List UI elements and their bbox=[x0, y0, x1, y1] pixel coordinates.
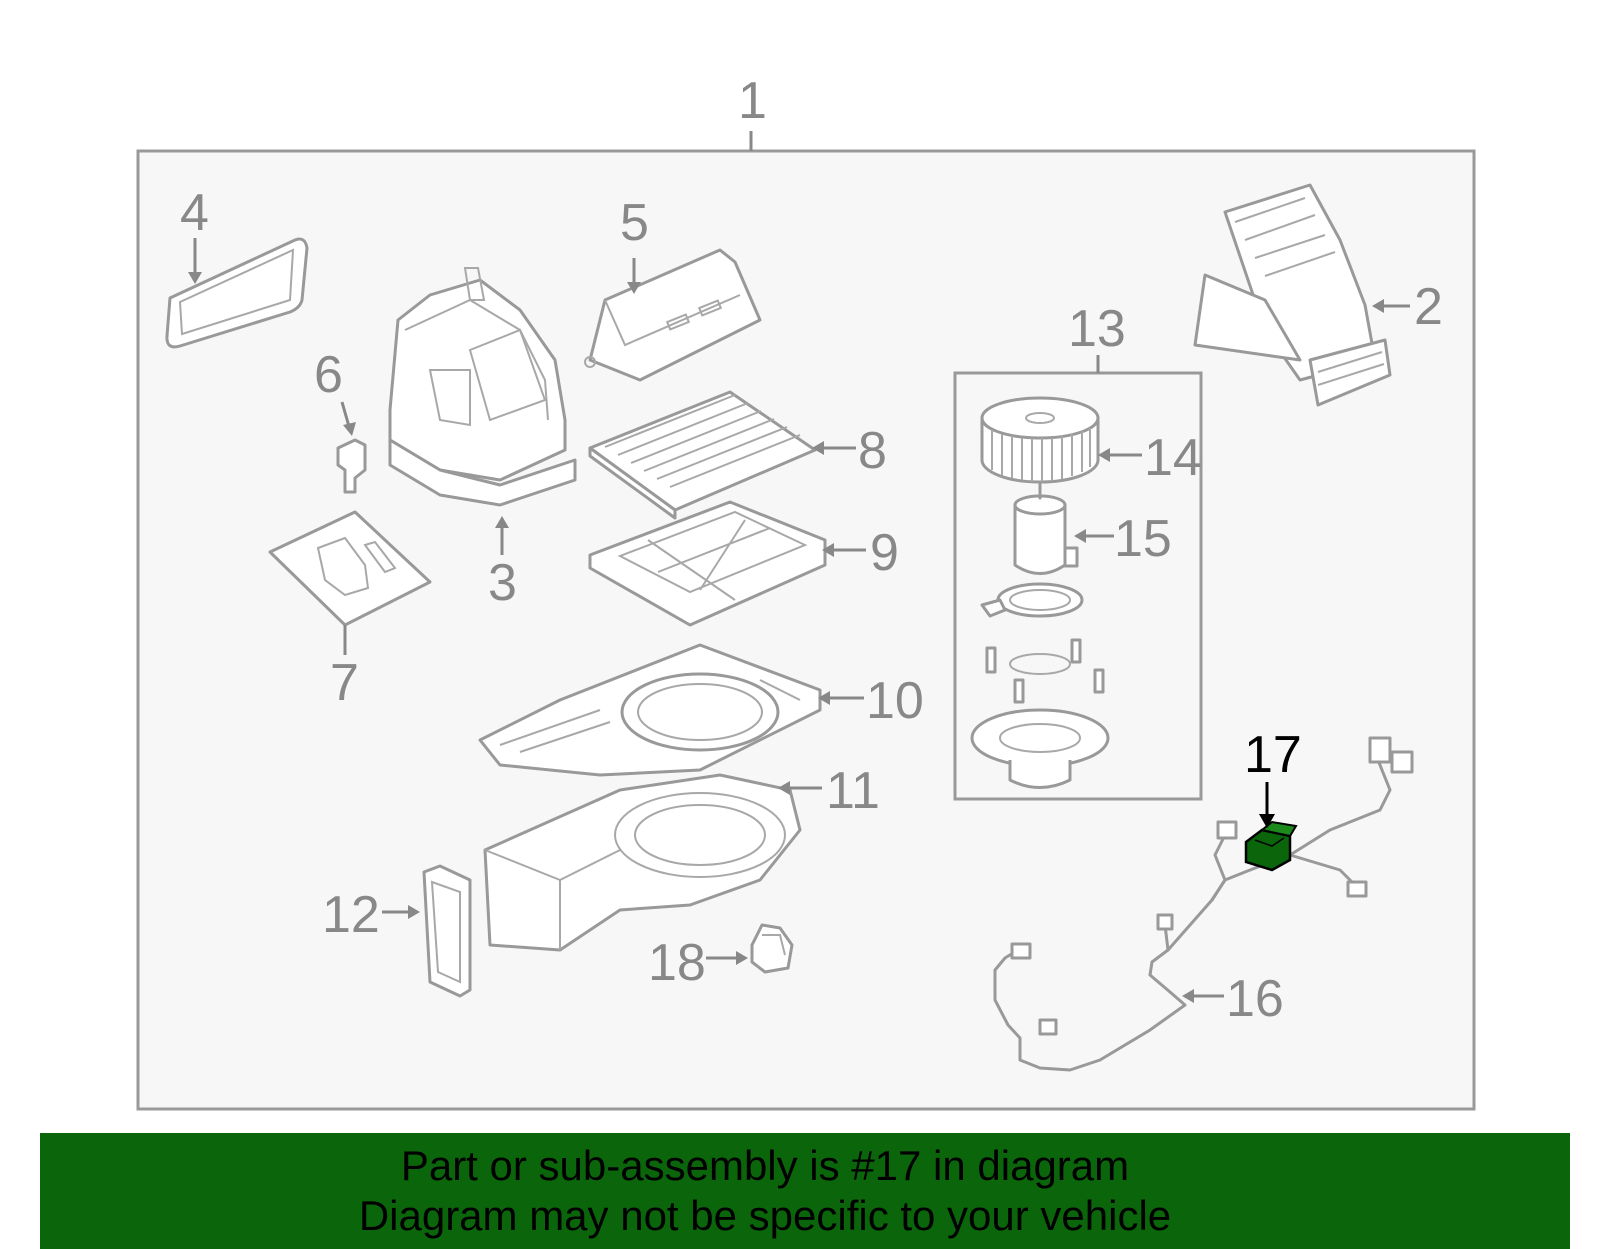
part-2-duct[interactable] bbox=[1193, 183, 1392, 407]
part-10-housing[interactable] bbox=[478, 643, 822, 777]
arrow-18 bbox=[736, 951, 748, 965]
arrow-17 bbox=[1259, 814, 1275, 828]
callout-18[interactable]: 18 bbox=[648, 934, 706, 992]
arrow-10 bbox=[818, 691, 830, 705]
part-14-fan[interactable] bbox=[980, 396, 1100, 484]
callout-14[interactable]: 14 bbox=[1144, 429, 1202, 487]
callout-6[interactable]: 6 bbox=[314, 346, 343, 404]
part-6-actuator[interactable] bbox=[336, 438, 367, 494]
arrow-14 bbox=[1098, 448, 1110, 462]
part-15-motor[interactable] bbox=[1013, 480, 1079, 575]
arrow-11 bbox=[778, 781, 790, 795]
part-13-group-box bbox=[953, 371, 1203, 801]
arrow-3 bbox=[495, 516, 509, 528]
callout-5[interactable]: 5 bbox=[620, 194, 649, 252]
banner-line-2: Diagram may not be specific to your vehi… bbox=[358, 1192, 1172, 1239]
part-17-highlighted[interactable] bbox=[1244, 820, 1298, 872]
callout-4[interactable]: 4 bbox=[180, 184, 209, 242]
callout-12[interactable]: 12 bbox=[322, 886, 380, 944]
arrow-9 bbox=[822, 543, 834, 557]
arrow-12 bbox=[408, 905, 420, 919]
part-13-base bbox=[970, 708, 1110, 789]
part-7-kit[interactable] bbox=[268, 510, 432, 627]
callout-11[interactable]: 11 bbox=[826, 762, 880, 820]
arrow-16 bbox=[1182, 989, 1194, 1003]
callout-2[interactable]: 2 bbox=[1414, 278, 1443, 336]
part-12-seal[interactable] bbox=[422, 864, 472, 998]
arrow-2 bbox=[1372, 299, 1384, 313]
arrow-5 bbox=[627, 282, 641, 294]
callout-3[interactable]: 3 bbox=[488, 554, 517, 612]
callout-15[interactable]: 15 bbox=[1114, 510, 1172, 568]
callout-7[interactable]: 7 bbox=[330, 654, 359, 712]
callout-10[interactable]: 10 bbox=[866, 672, 924, 730]
arrow-4 bbox=[188, 272, 202, 284]
part-13-mount-ring bbox=[980, 582, 1084, 618]
arrow-8 bbox=[812, 441, 824, 455]
part-9-frame[interactable] bbox=[588, 500, 827, 627]
part-11-housing[interactable] bbox=[483, 773, 802, 952]
part-3-case[interactable] bbox=[388, 267, 577, 507]
callout-17[interactable]: 17 bbox=[1244, 726, 1302, 784]
part-16-harness[interactable] bbox=[993, 736, 1414, 1072]
arrow-6 bbox=[343, 422, 356, 436]
callout-9[interactable]: 9 bbox=[870, 524, 899, 582]
part-5-cover[interactable] bbox=[584, 248, 762, 382]
part-4-gasket[interactable] bbox=[165, 237, 309, 349]
part-13-clips bbox=[985, 638, 1105, 704]
part-8-filter[interactable] bbox=[588, 390, 817, 520]
banner-line-1: Part or sub-assembly is #17 in diagram bbox=[400, 1142, 1130, 1189]
info-banner: Part or sub-assembly is #17 in diagram D… bbox=[40, 1133, 1570, 1249]
callout-16[interactable]: 16 bbox=[1226, 970, 1284, 1028]
part-18-bracket[interactable] bbox=[750, 923, 794, 974]
arrow-15 bbox=[1074, 529, 1086, 543]
callout-13[interactable]: 13 bbox=[1068, 300, 1126, 358]
callout-1[interactable]: 1 bbox=[738, 72, 767, 130]
callout-8[interactable]: 8 bbox=[858, 422, 887, 480]
